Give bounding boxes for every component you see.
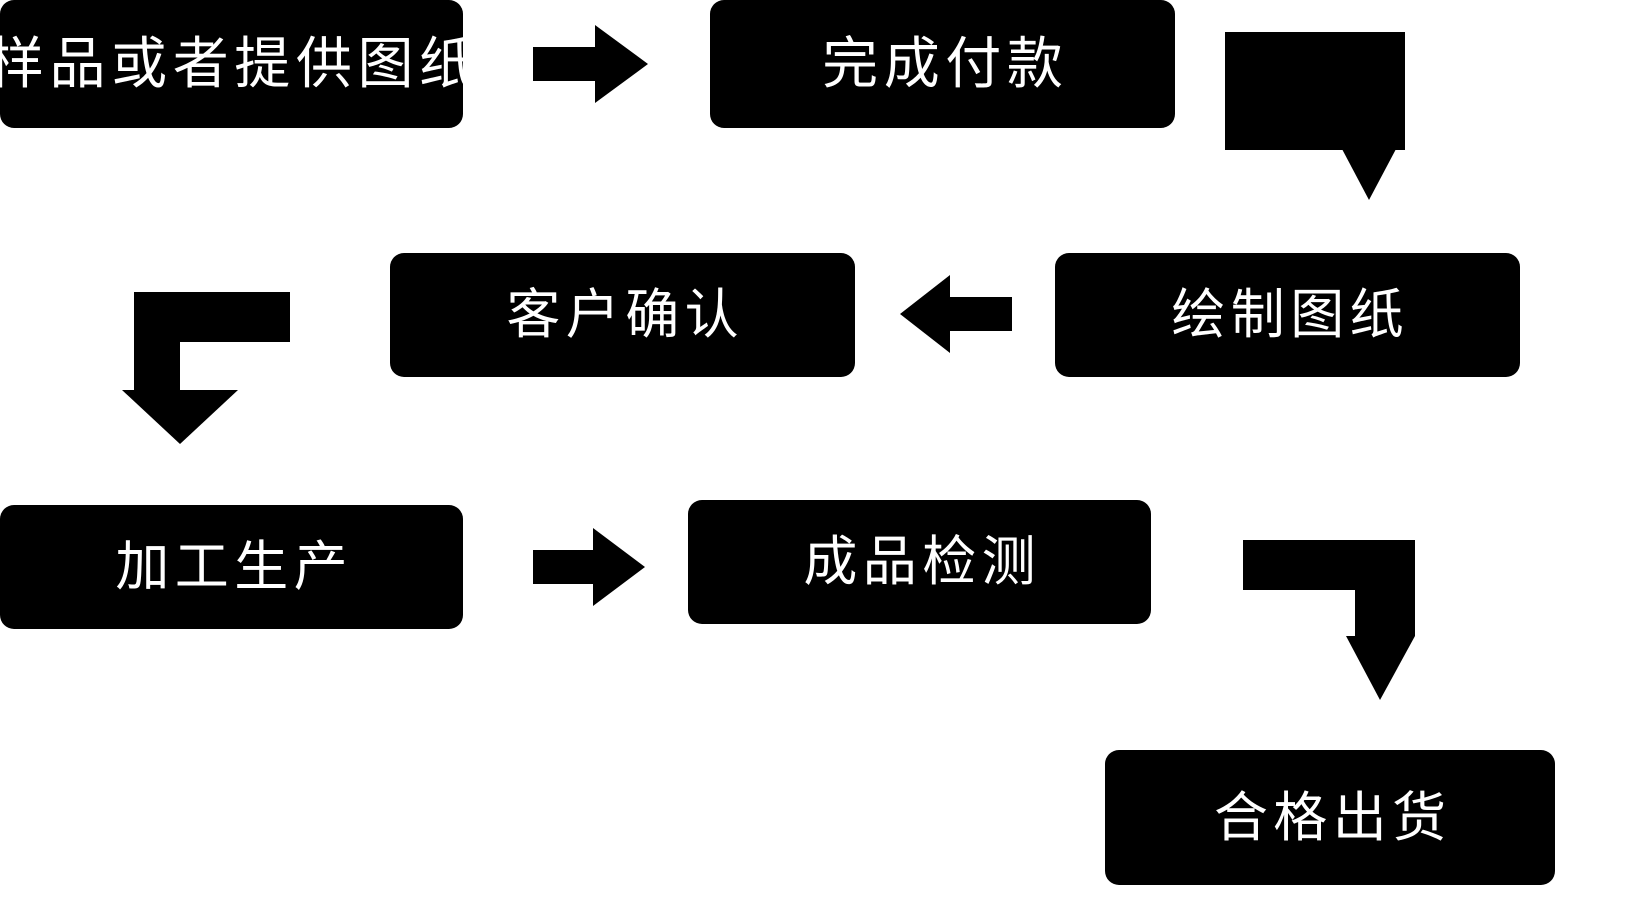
flow-node-label: 完成付款	[822, 32, 1069, 95]
arrow-elbow-right-down-icon	[1243, 540, 1415, 700]
flow-node-label: 合格出货	[1213, 787, 1452, 848]
flow-node-label: 客户确认	[506, 285, 744, 345]
flow-node-processing-production[interactable]: 加工生产	[0, 505, 463, 629]
flow-node-draw-drawing[interactable]: 绘制图纸	[1055, 253, 1520, 377]
arrow-left-icon	[900, 275, 1012, 353]
flow-node-label: 加工生产	[115, 537, 353, 597]
flow-node-sample-or-drawing[interactable]: 样品或者提供图纸	[0, 0, 475, 128]
flow-node-finished-product-inspection[interactable]: 成品检测	[688, 500, 1151, 624]
arrow-right-icon	[533, 25, 648, 103]
flow-node-complete-payment[interactable]: 完成付款	[710, 0, 1175, 128]
arrow-right-icon	[533, 528, 645, 606]
flow-node-qualified-shipment[interactable]: 合格出货	[1105, 750, 1555, 885]
arrow-elbow-left-down-icon	[122, 292, 290, 444]
flow-node-label: 绘制图纸	[1171, 285, 1409, 345]
flow-node-label: 成品检测	[803, 532, 1041, 592]
flow-node-label: 样品或者提供图纸	[0, 32, 481, 95]
flow-node-customer-confirm[interactable]: 客户确认	[390, 253, 855, 377]
arrow-elbow-right-down-icon	[1225, 32, 1405, 200]
